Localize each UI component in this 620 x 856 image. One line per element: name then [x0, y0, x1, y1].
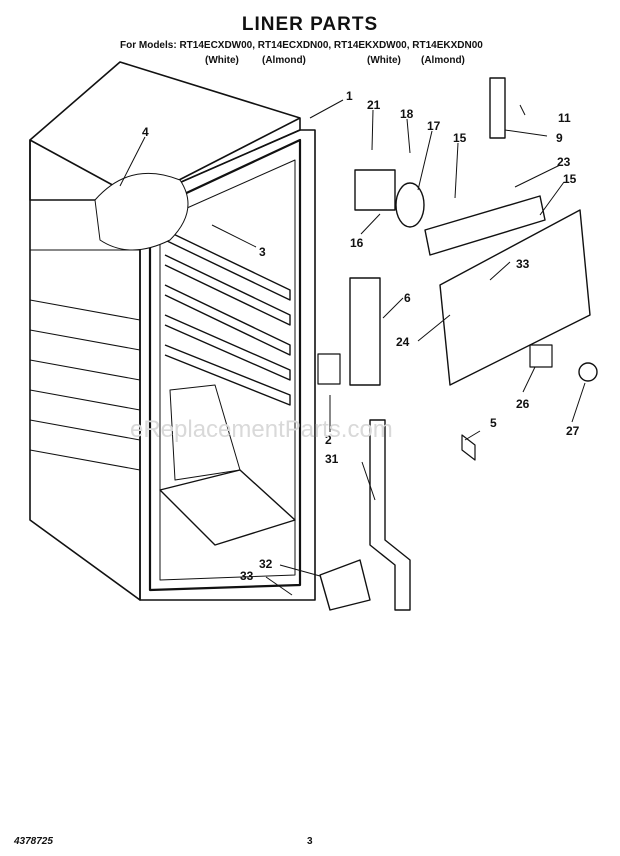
part-24-cover: [439, 209, 591, 386]
page-title: LINER PARTS: [241, 14, 379, 35]
part-label-16: 16: [350, 236, 364, 250]
part-label-1: 1: [346, 89, 353, 103]
part-label-9: 9: [556, 131, 563, 145]
part-label-4: 4: [142, 125, 149, 139]
part-5-clip: [461, 434, 476, 461]
part-label-3: 3: [259, 245, 266, 259]
document-number: 4378725: [14, 836, 53, 847]
color-label-almond-1: (Almond): [262, 55, 306, 66]
part-label-27: 27: [566, 424, 580, 438]
part-label-2: 2: [325, 433, 332, 447]
color-label-white-1: (White): [205, 55, 239, 66]
leader-lines: [119, 99, 586, 596]
part-label-17: 17: [427, 119, 441, 133]
models-line: For Models: RT14ECXDW00, RT14ECXDN00, RT…: [120, 40, 483, 51]
part-label-32: 32: [259, 557, 273, 571]
part-label-6: 6: [404, 291, 411, 305]
part-label-23: 23: [557, 155, 571, 169]
part-16-fan-motor: [354, 169, 425, 228]
part-31-duct: [369, 419, 411, 611]
page-number: 3: [307, 836, 313, 847]
color-label-almond-2: (Almond): [421, 55, 465, 66]
color-label-white-2: (White): [367, 55, 401, 66]
watermark: eReplacementParts.com: [130, 416, 393, 443]
part-27-cap: [578, 362, 598, 382]
liner-cabinet: [29, 61, 316, 601]
part-label-15a: 15: [453, 131, 467, 145]
part-9-bracket: [489, 77, 506, 139]
part-6-duct: [349, 277, 381, 386]
part-label-24: 24: [396, 335, 410, 349]
part-label-15b: 15: [563, 172, 577, 186]
part-2-plate: [317, 353, 341, 385]
part-label-33a: 33: [516, 257, 530, 271]
part-label-33b: 33: [240, 569, 254, 583]
part-label-26: 26: [516, 397, 530, 411]
part-label-18: 18: [400, 107, 414, 121]
part-26-plate: [529, 344, 553, 368]
part-23-housing: [424, 195, 546, 256]
part-label-31: 31: [325, 452, 339, 466]
part-label-21: 21: [367, 98, 381, 112]
part-label-11: 11: [558, 111, 571, 125]
part-32-bracket: [319, 559, 371, 611]
part-label-5: 5: [490, 416, 497, 430]
